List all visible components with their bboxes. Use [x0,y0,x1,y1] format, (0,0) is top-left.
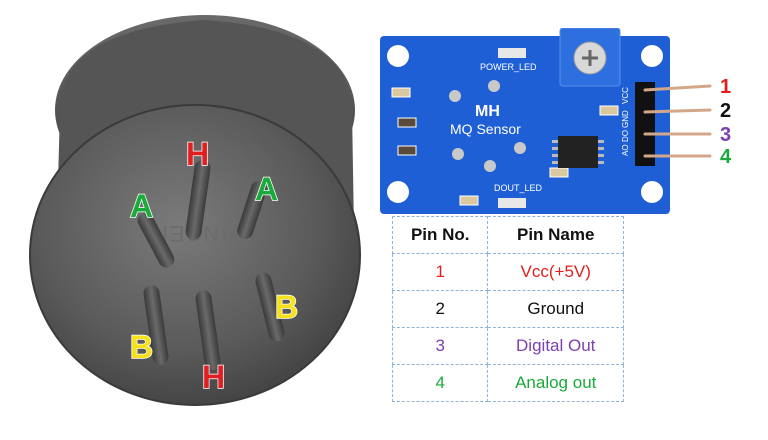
pin-number-1: 1 [720,76,731,98]
table-row: 2 Ground [391,290,624,328]
board-brand: MH [475,103,500,120]
dout-led-label: DOUT_LED [494,183,543,193]
pin-h-bottom [195,290,221,370]
power-led [498,48,526,58]
mounting-hole [641,45,663,67]
sensor-pins [137,160,285,370]
pin-name-cell: Digital Out [487,327,624,365]
header-label-ao: AO [621,144,630,156]
header-pin-no: Pin No. [391,216,489,254]
sensor-module-board: POWER_LED MH MQ Sensor DOUT_LED VCC GND … [380,28,732,214]
header-pin-name: Pin Name [487,216,624,254]
pin-number-4: 4 [720,146,732,168]
header-label-do: DO [621,130,630,142]
table-row: 1 Vcc(+5V) [391,253,624,291]
solder-pad [452,148,464,160]
table-row: 4 Analog out [391,364,624,402]
mounting-hole [387,45,409,67]
solder-pad [449,90,461,102]
pin-header [635,82,655,166]
header-label-vcc: VCC [621,87,630,104]
pin-no-cell: 3 [391,327,489,365]
comparator-chip [558,136,598,168]
pin-name-cell: Vcc(+5V) [487,253,624,291]
pin-label-h-top: H [186,136,209,172]
smd-resistor [397,117,417,128]
pin-label-b-left: B [130,329,153,365]
smd-resistor [391,87,411,98]
pin-name-cell: Analog out [487,364,624,402]
board-model: MQ Sensor [450,121,521,137]
smd-resistor [459,195,479,206]
table-header-row: Pin No. Pin Name [391,216,624,254]
solder-pad [488,80,500,92]
smd-resistor [549,167,569,178]
pin-label-b-right: B [275,289,298,325]
dout-led [498,198,526,208]
header-pins [643,84,712,158]
pin-a-right [237,181,267,239]
pin-b-right [255,272,285,342]
pin-h-top [185,160,211,240]
mounting-hole [387,181,409,203]
pin-number-3: 3 [720,124,731,146]
pin-no-cell: 2 [391,290,489,328]
smd-resistor [599,105,619,116]
header-label-gnd: GND [621,110,630,128]
pin-label-h-bottom: H [202,359,225,395]
pin-table: Pin No. Pin Name 1 Vcc(+5V) 2 Ground 3 D… [391,216,624,402]
header-pin-2 [643,108,712,114]
gas-sensor-illustration: WINSEN H A A B B H [29,15,361,406]
pin-b-left [143,285,169,365]
pin-name-cell: Ground [487,290,624,328]
mounting-hole [641,181,663,203]
solder-pad [514,142,526,154]
solder-pad [484,160,496,172]
pin-a-left [137,212,175,268]
header-pin-1 [643,84,712,92]
table-row: 3 Digital Out [391,327,624,365]
pin-no-cell: 4 [391,364,489,402]
pin-no-cell: 1 [391,253,489,291]
pin-label-a-right: A [255,171,278,207]
power-led-label: POWER_LED [480,62,537,72]
pin-number-2: 2 [720,100,731,122]
smd-resistor [397,145,417,156]
pin-label-a-left: A [130,188,153,224]
